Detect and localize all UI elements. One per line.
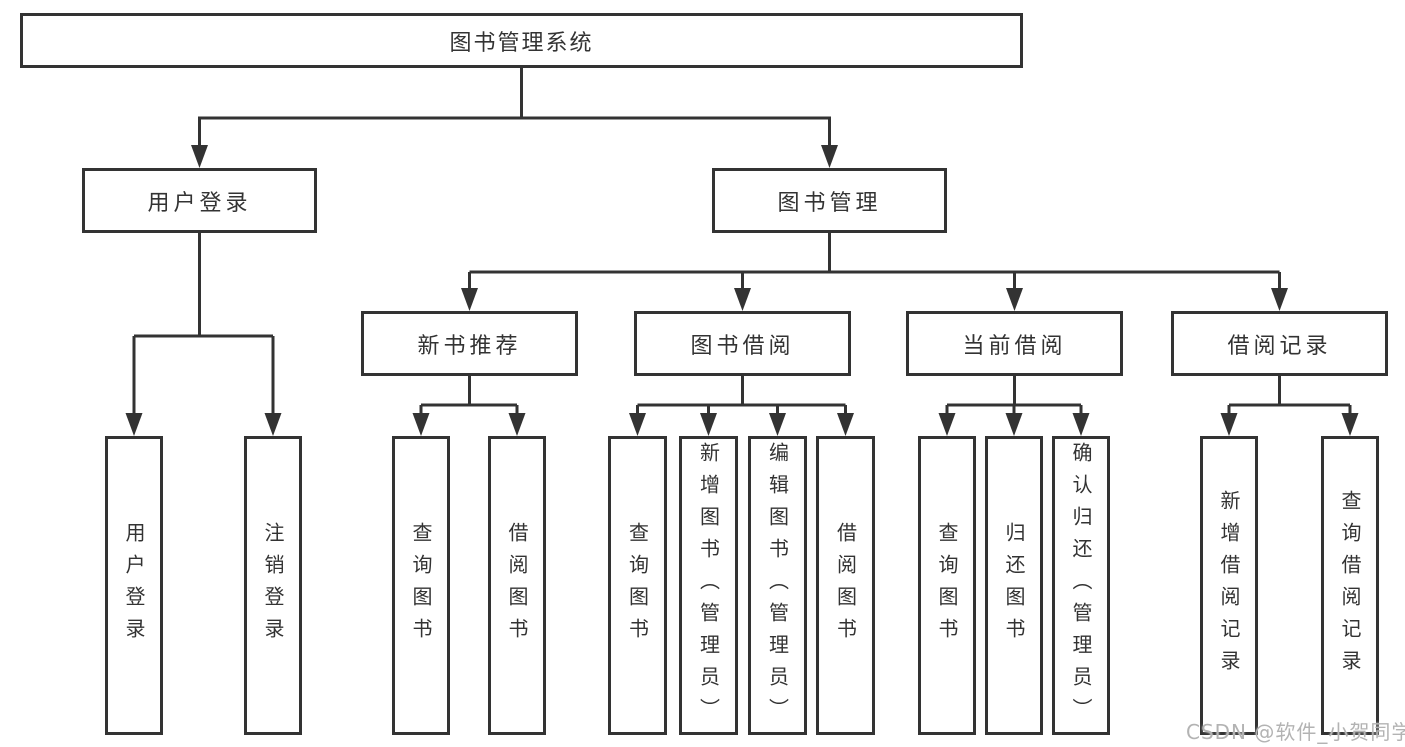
leaf-confirm-return-admin: 确认归还（管理员） [1052, 436, 1110, 735]
arrowhead [1005, 413, 1023, 436]
connector-book-borrowing-to-leaves [629, 376, 854, 436]
arrowhead [191, 145, 208, 168]
leaf-add-borrow-record: 新增借阅记录 [1200, 436, 1258, 735]
csdn-watermark: CSDN @软件_小贺同学 [1186, 720, 1405, 744]
node-borrowing-records: 借阅记录 [1171, 311, 1388, 376]
arrowhead [412, 413, 430, 436]
leaf-borrow-books-recommend: 借阅图书 [488, 436, 546, 735]
leaf-query-borrow-record: 查询借阅记录 [1321, 436, 1379, 735]
arrowhead [1341, 413, 1359, 436]
arrowhead [125, 413, 143, 436]
node-new-book-recommend: 新书推荐 [361, 311, 578, 376]
connector-borrowing-records-to-leaves [1220, 376, 1359, 436]
leaf-user-login: 用户登录 [105, 436, 163, 735]
leaf-edit-books-admin: 编辑图书（管理员） [748, 436, 807, 735]
connector-root-to-level2 [191, 68, 838, 168]
arrowhead [734, 288, 751, 311]
node-current-borrowing: 当前借阅 [906, 311, 1123, 376]
arrowhead [837, 413, 854, 436]
arrowhead [1006, 288, 1023, 311]
leaf-return-books: 归还图书 [985, 436, 1043, 735]
leaf-borrow-books: 借阅图书 [816, 436, 875, 735]
node-user-login: 用户登录 [82, 168, 317, 233]
connector-user-login-to-leaves [125, 233, 282, 436]
leaf-add-books-admin: 新增图书（管理员） [679, 436, 738, 735]
node-book-management: 图书管理 [712, 168, 947, 233]
leaf-query-books-recommend: 查询图书 [392, 436, 450, 735]
arrowhead [461, 288, 478, 311]
leaf-logout: 注销登录 [244, 436, 302, 735]
leaf-query-books-borrowing: 查询图书 [608, 436, 667, 735]
node-root-system: 图书管理系统 [20, 13, 1023, 68]
arrowhead [821, 145, 838, 168]
arrowhead [700, 413, 717, 436]
connector-new-books-to-leaves [412, 376, 526, 436]
node-book-borrowing: 图书借阅 [634, 311, 851, 376]
arrowhead [938, 413, 956, 436]
arrowhead [769, 413, 786, 436]
connector-current-borrowing-to-leaves [938, 376, 1090, 436]
arrowhead [1220, 413, 1238, 436]
leaf-query-books-current: 查询图书 [918, 436, 976, 735]
arrowhead [629, 413, 646, 436]
arrowhead [264, 413, 282, 436]
arrowhead [1072, 413, 1090, 436]
arrowhead [1271, 288, 1288, 311]
connector-book-management-to-level3 [461, 233, 1288, 311]
arrowhead [508, 413, 526, 436]
